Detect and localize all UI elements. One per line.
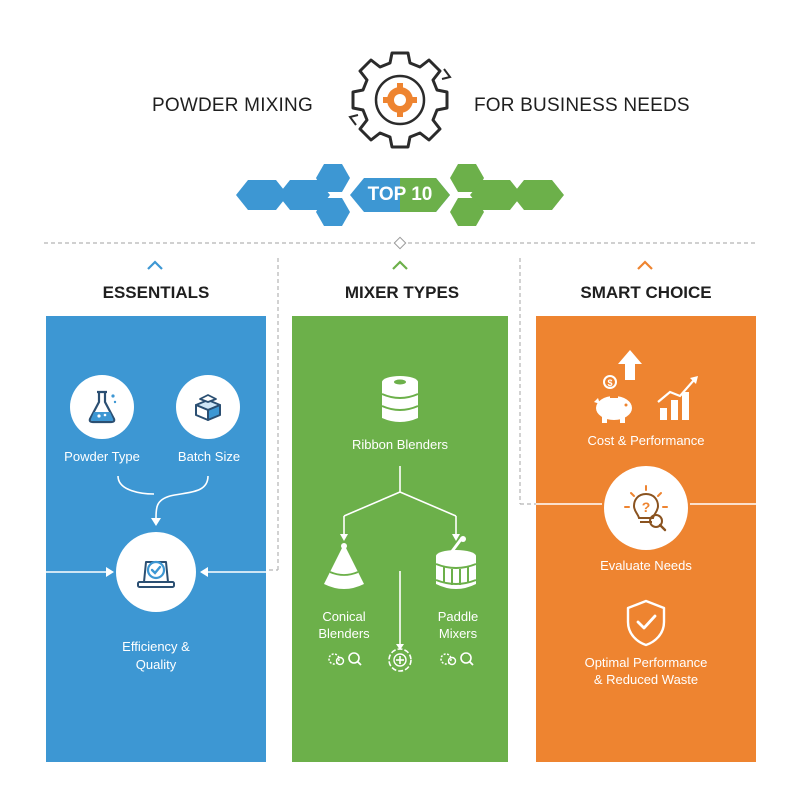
cost-performance-label: Cost & Performance [587, 433, 705, 448]
flask-icon [70, 375, 134, 439]
conical-label-2: Blenders [318, 626, 370, 641]
conical-label-1: Conical [322, 609, 366, 624]
optimal-label-1: Optimal Performance [584, 655, 708, 670]
cone-icon [320, 542, 368, 594]
smart-choice-panel: $ Cost & Performance [536, 316, 756, 762]
svg-text:$: $ [607, 378, 612, 388]
evaluate-needs-label: Evaluate Needs [600, 558, 692, 573]
heading-mixer-types: MIXER TYPES [344, 283, 460, 302]
efficiency-label-2: Quality [135, 657, 177, 672]
boxes-icon [176, 375, 240, 439]
paddle-label-1: Paddle [437, 609, 479, 624]
ribbon-blenders-label: Ribbon Blenders [351, 437, 449, 452]
essentials-panel: Powder Type Batch Size Efficiency & Qual… [46, 316, 266, 762]
lightbulb-icon: ? [604, 466, 688, 550]
shield-check-icon [624, 598, 668, 648]
check-monitor-icon [116, 532, 196, 612]
mixer-types-panel: Ribbon Blenders Conical Blenders Paddle … [292, 316, 508, 762]
heading-essentials: ESSENTIALS [102, 283, 210, 302]
efficiency-label-1: Efficiency & [122, 639, 190, 654]
drum-icon [378, 374, 422, 426]
piggy-bank-icon: $ [588, 346, 644, 426]
gear-icon [340, 45, 460, 155]
batch-size-label: Batch Size [177, 449, 241, 464]
top10-ribbon [230, 158, 570, 232]
svg-text:?: ? [642, 499, 651, 515]
heading-smart-choice: SMART CHOICE [580, 283, 712, 302]
left-title: POWDER MIXING [152, 95, 313, 116]
right-title: FOR BUSINESS NEEDS [474, 95, 690, 116]
paddle-label-2: Mixers [438, 626, 478, 641]
optimal-label-2: & Reduced Waste [593, 672, 699, 687]
paddle-drum-icon [432, 536, 482, 594]
gear-search-icon-left [326, 650, 364, 668]
growth-chart-icon [654, 374, 700, 424]
plus-circle-icon [386, 646, 414, 674]
powder-type-label: Powder Type [64, 449, 140, 464]
gear-search-icon-right [438, 650, 476, 668]
top10-badge: TOP 10 [367, 184, 433, 205]
